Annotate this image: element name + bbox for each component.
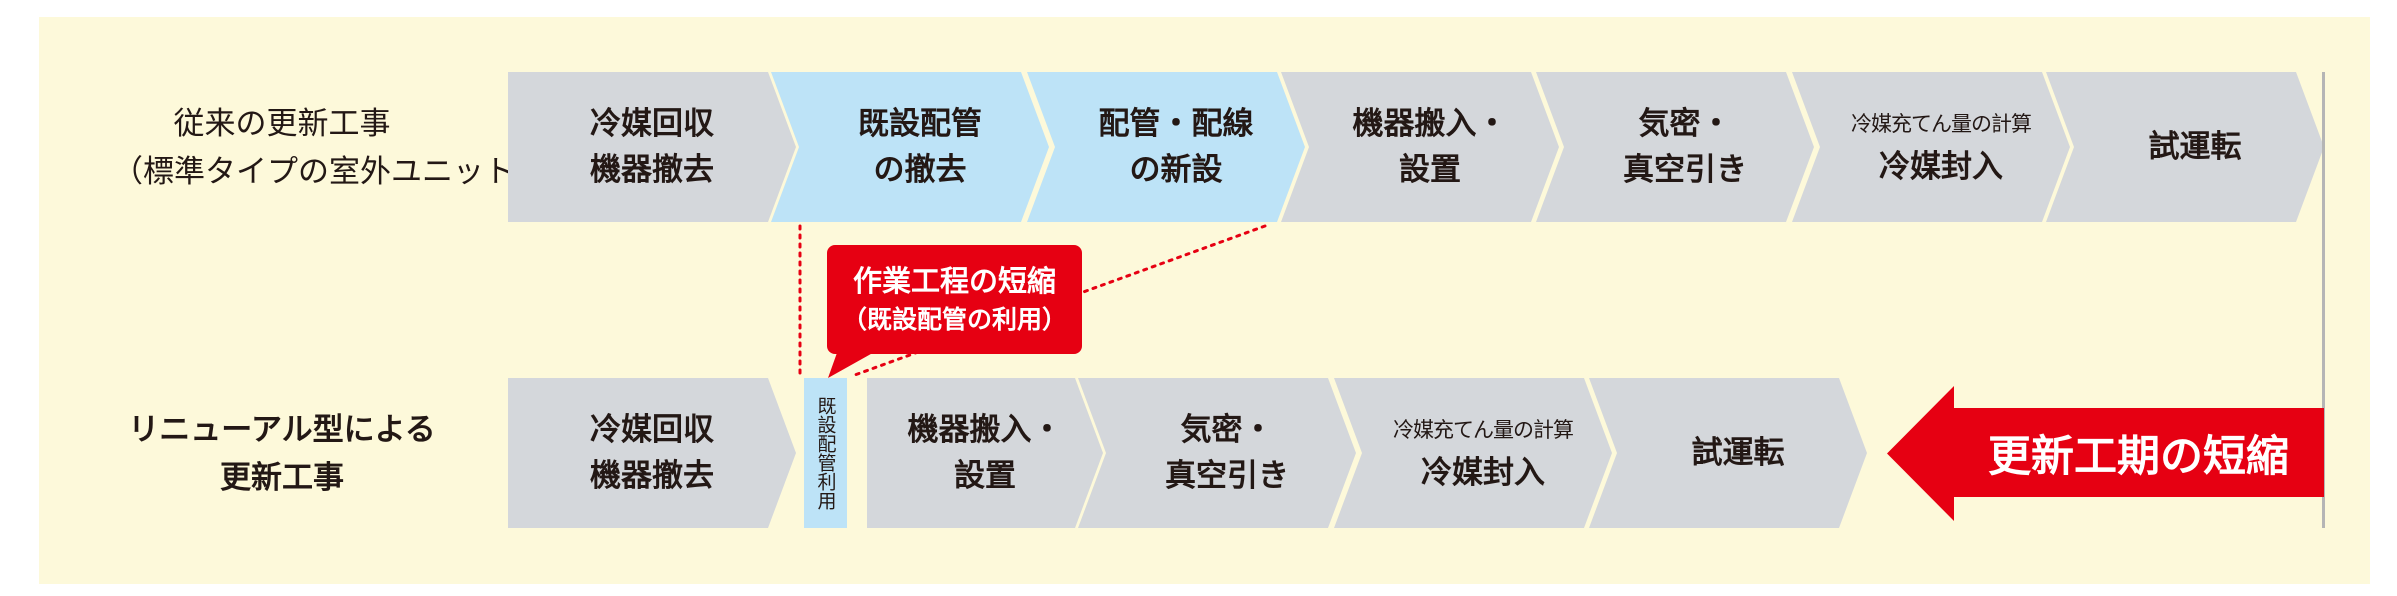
step-refrigerant-charge: 冷媒充てん量の計算 冷媒封入 <box>1334 378 1612 528</box>
process-shortening-callout: 作業工程の短縮 （既設配管の利用） <box>827 245 1082 354</box>
step-text: 設置 <box>954 458 1016 494</box>
step-equipment-install: 機器搬入・ 設置 <box>867 378 1103 528</box>
step-text: 気密・ <box>1180 412 1274 448</box>
existing-piping-reuse-strip: 既設配管利用 <box>804 378 847 528</box>
strip-text: 既設配管利用 <box>814 396 837 510</box>
step-text: 冷媒充てん量の計算 <box>1851 112 2031 136</box>
step-airtight-vacuum: 気密・ 真空引き <box>1078 378 1356 528</box>
step-test-run: 試運転 <box>2046 72 2324 222</box>
step-text: の新設 <box>1129 152 1223 188</box>
callout-subtitle: （既設配管の利用） <box>841 304 1067 334</box>
step-text: 試運転 <box>2148 129 2242 165</box>
renewal-row-label: リニューアル型による 更新工事 <box>112 406 452 502</box>
step-refrigerant-recovery: 冷媒回収 機器撤去 <box>508 378 796 528</box>
end-line <box>2322 72 2325 528</box>
step-airtight-vacuum: 気密・ 真空引き <box>1536 72 1814 222</box>
step-text: 機器撤去 <box>590 458 714 494</box>
step-new-piping-wiring: 配管・配線 の新設 <box>1027 72 1305 222</box>
step-text: の撤去 <box>873 152 967 188</box>
row-label-line: リニューアル型による <box>128 412 436 448</box>
step-text: 冷媒封入 <box>1421 455 1545 491</box>
step-text: 配管・配線 <box>1098 106 1254 142</box>
step-text: 設置 <box>1399 152 1461 188</box>
step-text: 真空引き <box>1623 152 1747 188</box>
step-text: 冷媒回収 <box>590 412 714 448</box>
step-text: 真空引き <box>1165 458 1289 494</box>
step-text: 機器撤去 <box>590 152 714 188</box>
step-refrigerant-charge: 冷媒充てん量の計算 冷媒封入 <box>1792 72 2070 222</box>
callout-title: 作業工程の短縮 <box>852 263 1056 298</box>
step-text: 冷媒封入 <box>1879 149 2003 185</box>
step-text: 冷媒充てん量の計算 <box>1393 418 1573 442</box>
step-text: 試運転 <box>1691 435 1785 471</box>
step-text: 機器搬入・ <box>1352 106 1508 142</box>
callout-tail <box>828 350 878 378</box>
step-equipment-install: 機器搬入・ 設置 <box>1281 72 1559 222</box>
step-text: 既設配管 <box>858 106 982 142</box>
row-label-line: 従来の更新工事 <box>173 106 391 142</box>
step-text: 冷媒回収 <box>590 106 714 142</box>
step-remove-existing-piping: 既設配管 の撤去 <box>771 72 1049 222</box>
step-test-run: 試運転 <box>1589 378 1867 528</box>
period-shortening-label: 更新工期の短縮 <box>1988 431 2289 482</box>
step-text: 機器搬入・ <box>907 412 1063 448</box>
row-label-line: 更新工事 <box>220 460 344 496</box>
step-refrigerant-recovery: 冷媒回収 機器撤去 <box>508 72 796 222</box>
step-text: 気密・ <box>1638 106 1732 142</box>
